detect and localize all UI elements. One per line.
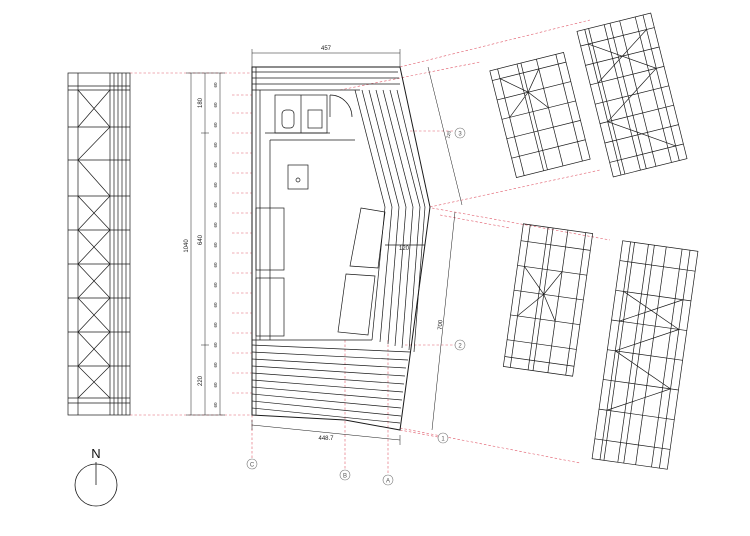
svg-text:60: 60 <box>213 362 218 368</box>
svg-text:60: 60 <box>213 182 218 188</box>
grid-bubble-labels: C B A 3 2 1 <box>250 132 463 485</box>
grid-bubble-3 <box>454 127 466 139</box>
upper-right-elevation-large <box>576 12 688 178</box>
grid-bubble-c <box>246 458 258 470</box>
grid-bubble-a <box>382 474 394 486</box>
svg-text:60: 60 <box>213 322 218 328</box>
svg-text:60: 60 <box>213 302 218 308</box>
svg-text:60: 60 <box>213 282 218 288</box>
svg-text:A: A <box>386 479 390 485</box>
left-dimension-labels: 1040 180 640 220 60 60 60 60 60 60 60 60… <box>184 82 218 408</box>
svg-text:60: 60 <box>213 342 218 348</box>
left-dimension-lines <box>186 72 225 416</box>
grid-bubbles <box>246 127 466 486</box>
svg-text:60: 60 <box>213 142 218 148</box>
svg-text:B: B <box>343 474 347 480</box>
top-width-label: 457 <box>321 46 332 52</box>
plan-dimension-lines <box>251 49 463 445</box>
north-arrow: N <box>74 446 118 507</box>
seg-top-label: 180 <box>198 97 204 108</box>
seg-bottom-label: 220 <box>198 375 204 386</box>
svg-text:60: 60 <box>213 262 218 268</box>
svg-text:1: 1 <box>441 437 445 443</box>
svg-text:2: 2 <box>458 344 462 350</box>
grid-bubble-2 <box>454 339 466 351</box>
svg-text:60: 60 <box>213 222 218 228</box>
bench-depth-label: 120 <box>399 246 410 252</box>
svg-text:60: 60 <box>213 242 218 248</box>
svg-text:3: 3 <box>458 132 462 138</box>
left-elevation-truss <box>67 72 131 416</box>
plan-dimension-labels: 457 448.7 120 700 120 <box>318 46 452 442</box>
svg-text:60: 60 <box>213 102 218 108</box>
svg-text:60: 60 <box>213 402 218 408</box>
svg-text:60: 60 <box>213 82 218 88</box>
north-label: N <box>91 446 100 461</box>
upper-right-elevation-small <box>489 52 591 178</box>
seg-mid-label: 640 <box>198 234 204 245</box>
lower-right-elevation-large <box>591 240 699 470</box>
svg-text:60: 60 <box>213 162 218 168</box>
overall-height-label: 1040 <box>184 239 190 253</box>
lower-right-elevation-small <box>502 223 594 377</box>
svg-text:60: 60 <box>213 382 218 388</box>
svg-text:60: 60 <box>213 122 218 128</box>
right-length-label: 700 <box>438 319 445 330</box>
grid-bubble-b <box>339 469 351 481</box>
central-floor-plan <box>251 66 431 431</box>
right-short-label: 120 <box>445 130 452 139</box>
bottom-width-label: 448.7 <box>318 436 334 442</box>
svg-text:C: C <box>250 463 255 469</box>
svg-text:60: 60 <box>213 202 218 208</box>
guide-lines <box>130 19 611 478</box>
grid-bubble-1 <box>437 432 449 444</box>
